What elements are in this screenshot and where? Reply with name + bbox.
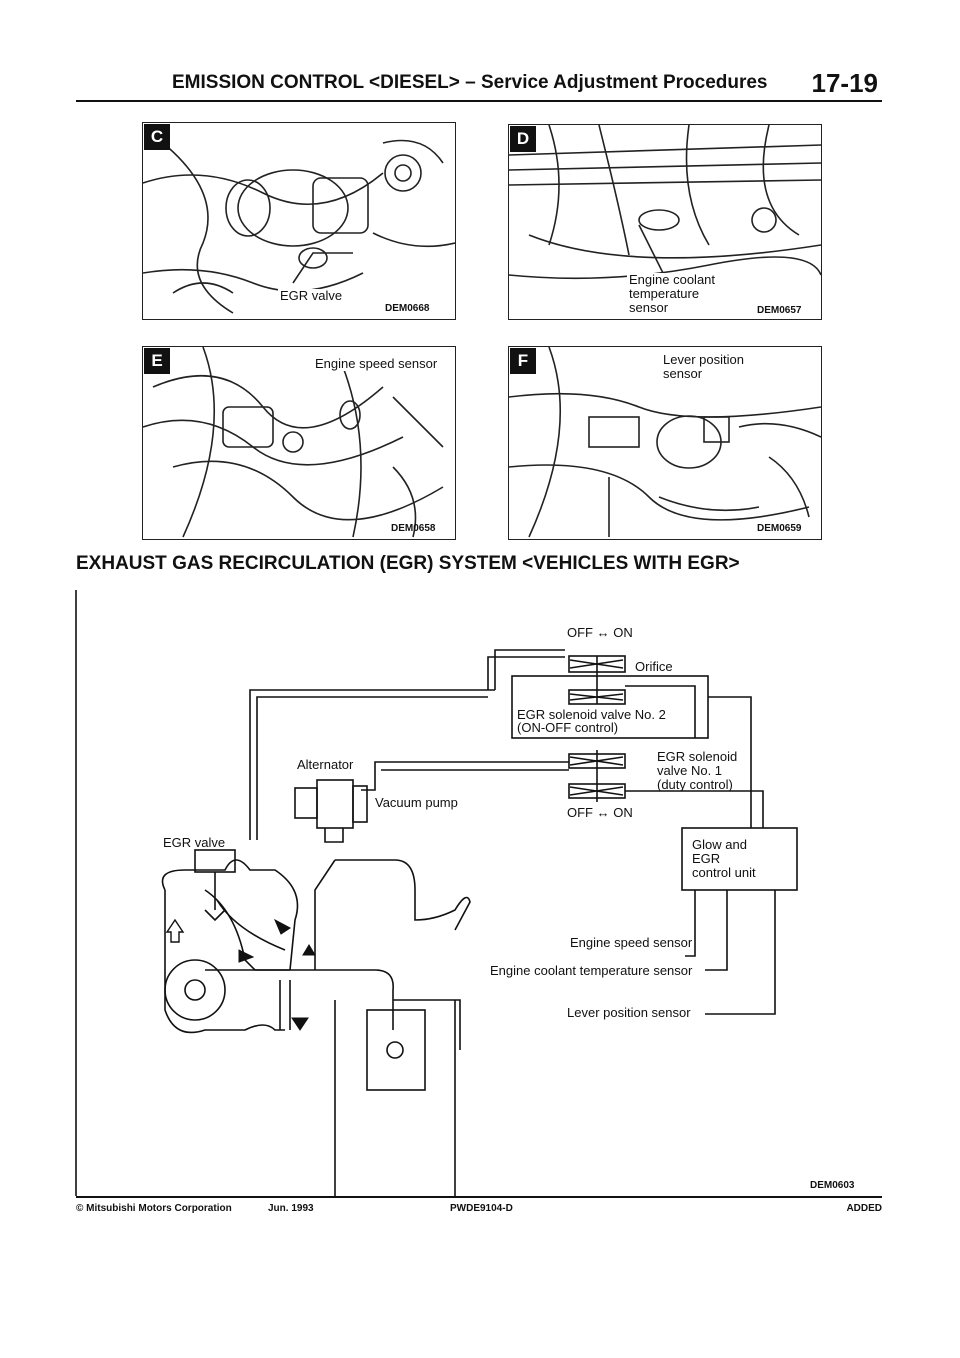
section-title: EXHAUST GAS RECIRCULATION (EGR) SYSTEM <… (76, 553, 740, 574)
off-on-top-label: OFF ↔ ON (567, 625, 633, 640)
photo-e-letter: E (144, 348, 170, 374)
orifice-label: Orifice (635, 659, 673, 674)
photo-f-illustration (509, 347, 821, 538)
photo-c-code: DEM0668 (385, 303, 430, 314)
footer-date: Jun. 1993 (268, 1203, 314, 1214)
photo-d-label-1: Engine coolant (627, 272, 718, 287)
photo-f: F Lever position sensor DEM0659 (508, 346, 822, 540)
valve-no1-label-1: EGR solenoid (657, 749, 738, 764)
photo-e-label: Engine speed sensor (313, 356, 440, 371)
alternator-label: Alternator (297, 757, 354, 772)
photo-c-illustration (143, 139, 455, 314)
lever-sensor-label: Lever position sensor (567, 1005, 691, 1020)
coolant-sensor-label: Engine coolant temperature sensor (490, 963, 693, 978)
off-on-bottom-label: OFF ↔ ON (567, 805, 633, 820)
valve-no2-label-2: (ON-OFF control) (517, 720, 619, 735)
page-number: 17-19 (811, 68, 879, 98)
photo-f-letter: F (510, 348, 536, 374)
photo-c: C EGR valve DEM0668 (142, 122, 456, 320)
footer-copyright: © Mitsubishi Motors Corporation (76, 1203, 232, 1214)
control-unit-label-2: EGR (692, 851, 721, 866)
photo-e: E Engine speed sensor DEM0658 (142, 346, 456, 540)
valve-no1-label-3: (duty control) (657, 777, 733, 792)
page-footer: © Mitsubishi Motors Corporation Jun. 199… (76, 1196, 882, 1216)
photo-d-label-3: sensor (627, 300, 671, 315)
photo-d-illustration (509, 125, 821, 286)
control-unit-label-3: control unit (692, 865, 756, 880)
page-title: EMISSION CONTROL <DIESEL> – Service Adju… (172, 72, 768, 93)
vacuum-pump-label: Vacuum pump (375, 795, 458, 810)
photo-d-label-2: temperature (627, 286, 702, 301)
photo-f-label-1: Lever position (661, 352, 746, 367)
egr-system-diagram: OFF ↔ ON Orifice EGR solenoid valve No. … (75, 590, 881, 1196)
photo-f-code: DEM0659 (757, 523, 802, 534)
footer-status: ADDED (846, 1203, 882, 1214)
egr-valve-label: EGR valve (163, 835, 226, 850)
photo-d: D Engine coolant temperature sensor DEM0… (508, 124, 822, 320)
valve-no1-label-2: valve No. 1 (657, 763, 723, 778)
photo-e-illustration (143, 347, 444, 538)
egr-schematic (75, 590, 798, 1196)
page-header: EMISSION CONTROL <DIESEL> – Service Adju… (76, 68, 882, 102)
control-unit-label-1: Glow and (692, 837, 747, 852)
photo-c-label: EGR valve (278, 288, 345, 303)
photo-e-code: DEM0658 (391, 523, 436, 534)
diagram-code: DEM0603 (810, 1180, 855, 1191)
photo-d-code: DEM0657 (757, 305, 802, 316)
valve-no2-label-1: EGR solenoid valve No. 2 (517, 707, 666, 722)
photo-c-letter: C (144, 124, 170, 150)
photo-d-letter: D (510, 126, 536, 152)
footer-doc-code: PWDE9104-D (450, 1203, 513, 1214)
engine-speed-sensor-label: Engine speed sensor (570, 935, 693, 950)
photo-f-label-2: sensor (661, 366, 705, 381)
